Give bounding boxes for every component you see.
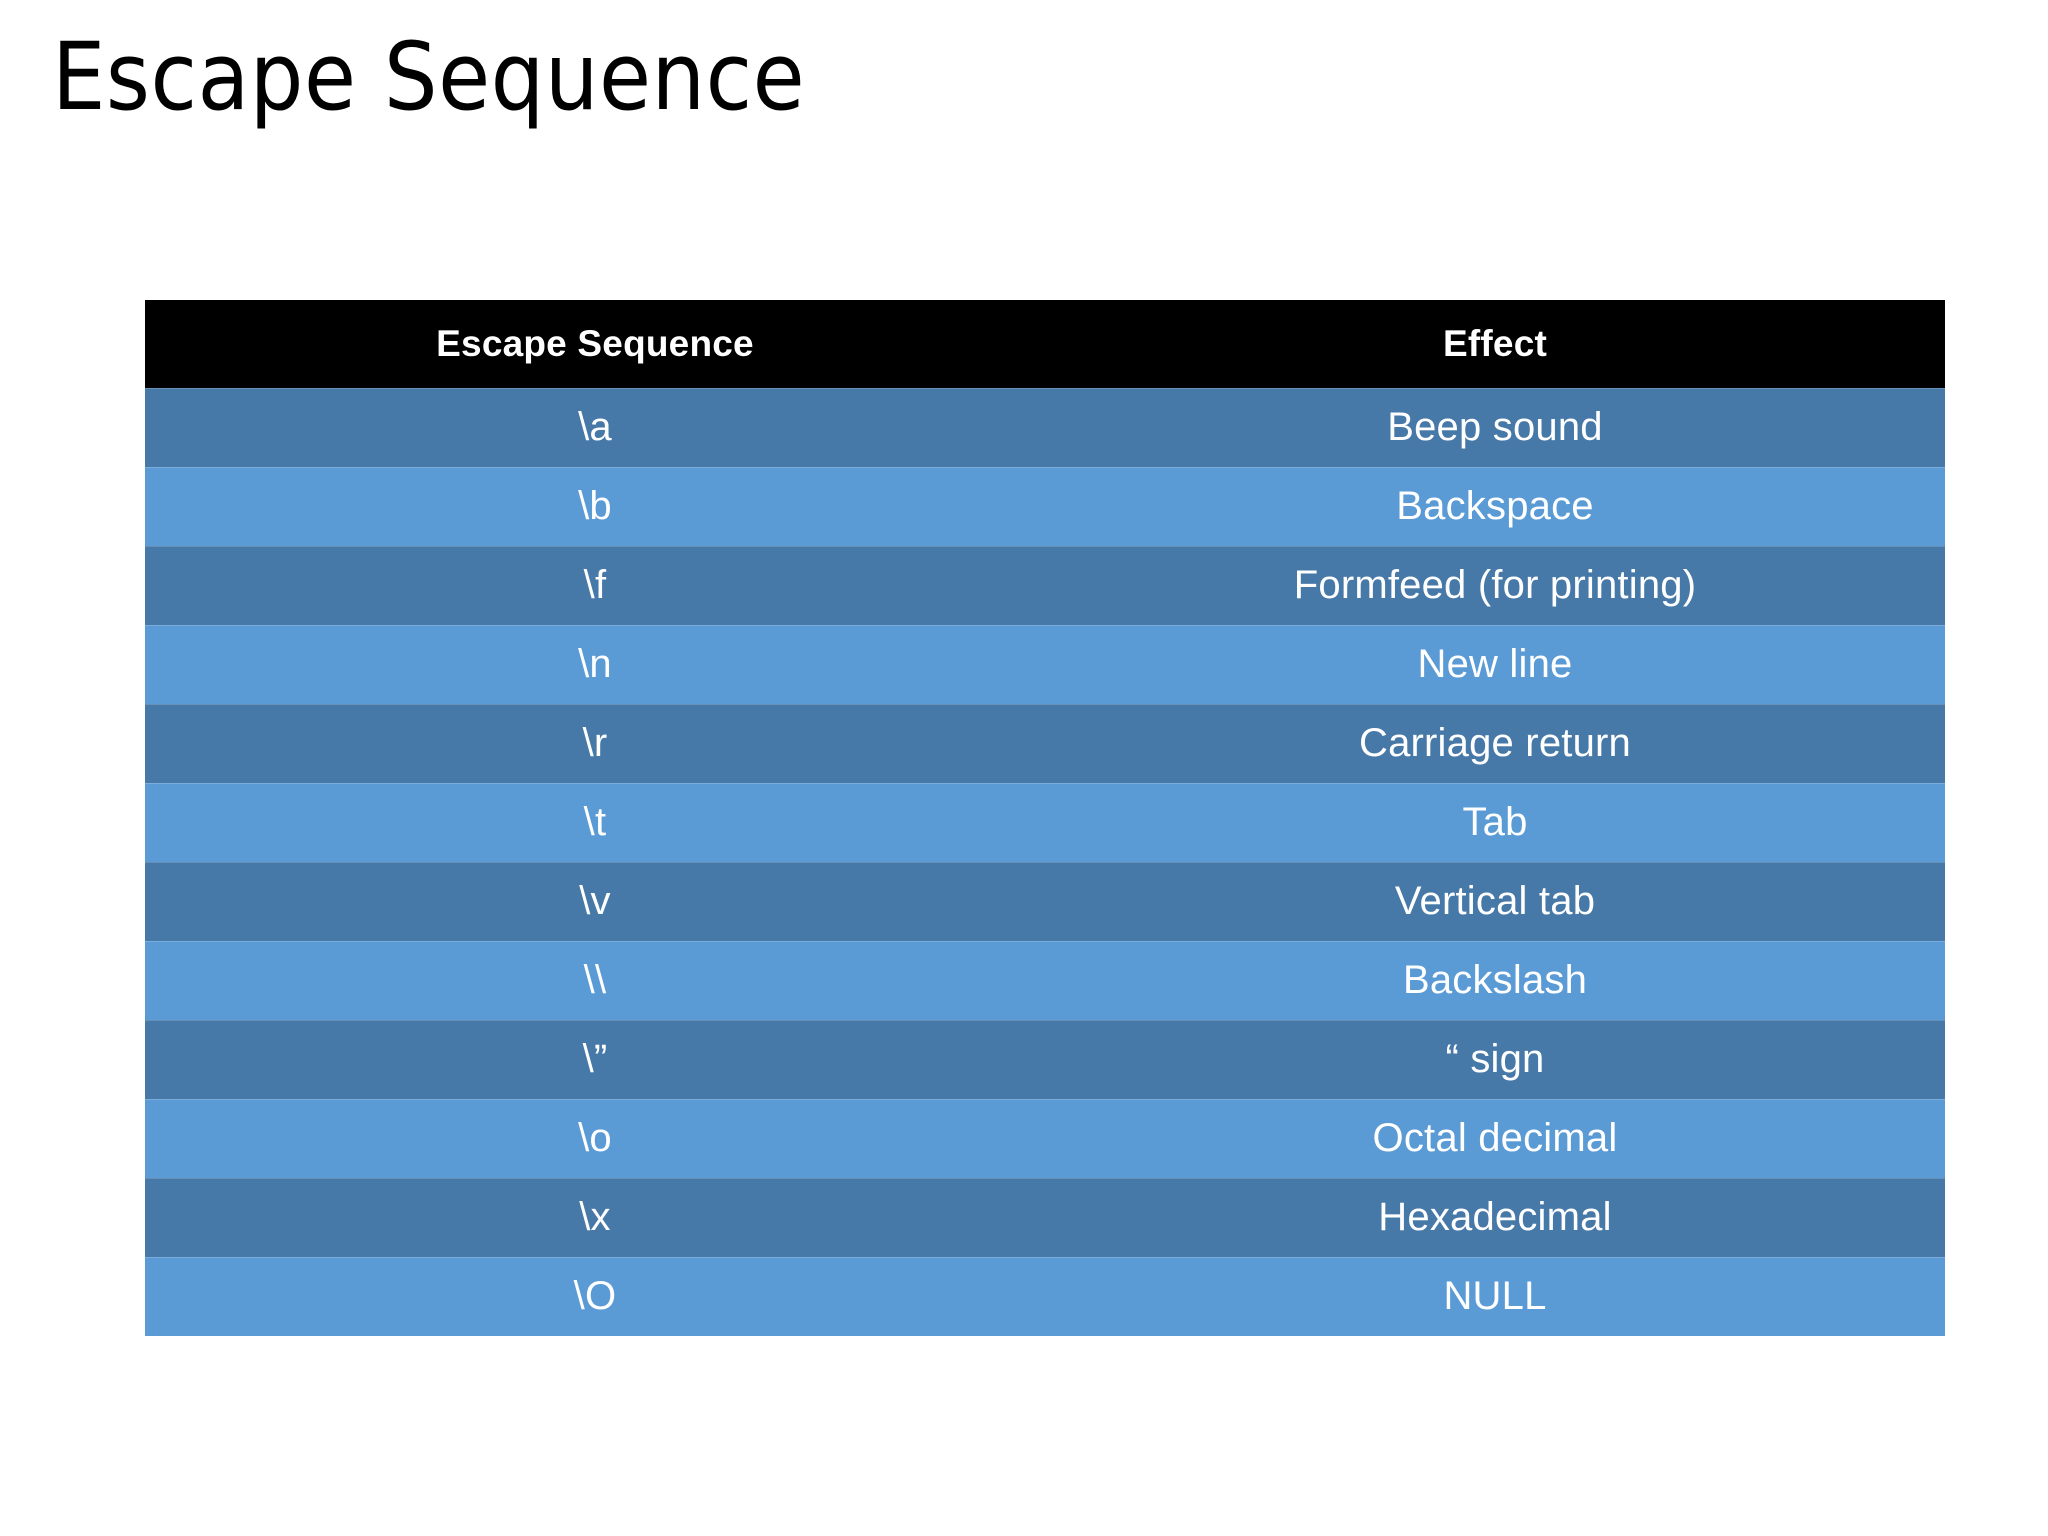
table-row: \”“ sign [145,1020,1945,1099]
cell-escape-sequence: \\ [145,941,1045,1020]
cell-escape-sequence: \o [145,1099,1045,1178]
cell-effect: Vertical tab [1045,862,1945,941]
cell-effect: Tab [1045,783,1945,862]
column-header-escape-sequence: Escape Sequence [145,300,1045,388]
cell-escape-sequence: \f [145,546,1045,625]
cell-escape-sequence: \” [145,1020,1045,1099]
table-header-row: Escape Sequence Effect [145,300,1945,388]
cell-escape-sequence: \a [145,388,1045,467]
cell-effect: NULL [1045,1257,1945,1336]
cell-effect: Backspace [1045,467,1945,546]
cell-escape-sequence: \b [145,467,1045,546]
table-header: Escape Sequence Effect [145,300,1945,388]
cell-escape-sequence: \t [145,783,1045,862]
column-header-effect: Effect [1045,300,1945,388]
cell-effect: “ sign [1045,1020,1945,1099]
cell-effect: Beep sound [1045,388,1945,467]
cell-effect: Backslash [1045,941,1945,1020]
page-title: Escape Sequence [52,23,806,132]
cell-effect: New line [1045,625,1945,704]
cell-escape-sequence: \O [145,1257,1045,1336]
table-row: \\Backslash [145,941,1945,1020]
cell-escape-sequence: \n [145,625,1045,704]
cell-escape-sequence: \x [145,1178,1045,1257]
cell-effect: Octal decimal [1045,1099,1945,1178]
cell-effect: Formfeed (for printing) [1045,546,1945,625]
cell-escape-sequence: \r [145,704,1045,783]
cell-effect: Hexadecimal [1045,1178,1945,1257]
cell-effect: Carriage return [1045,704,1945,783]
cell-escape-sequence: \v [145,862,1045,941]
